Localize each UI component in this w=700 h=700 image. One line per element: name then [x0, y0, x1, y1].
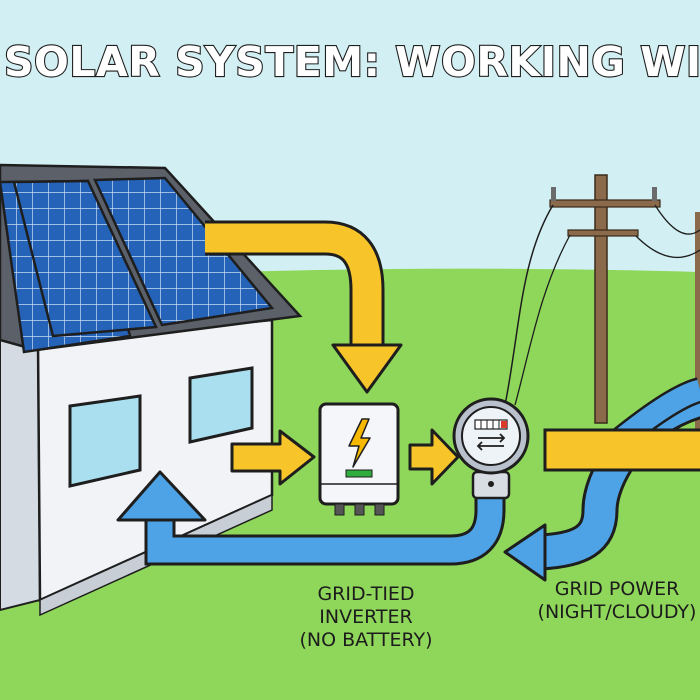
window-right: [188, 366, 254, 444]
inverter-box: [318, 402, 400, 516]
grid-power-label-line-1: GRID POWER: [554, 578, 680, 600]
grid-power-label: GRID POWER (NIGHT/CLOUDY): [532, 578, 700, 624]
diagram-title: SOLAR SYSTEM: WORKING WITHOUT A: [4, 38, 700, 86]
utility-pole: [504, 174, 700, 442]
grid-power-label-line-2: (NIGHT/CLOUDY): [537, 601, 697, 623]
inverter-label-line-2: INVERTER: [319, 606, 413, 628]
status-light: [345, 469, 373, 478]
inverter-label: GRID-TIED INVERTER (NO BATTERY): [286, 583, 446, 652]
house: [0, 163, 303, 617]
solar-power-flow: [205, 220, 700, 486]
electric-meter: [452, 397, 530, 500]
meter-dial-icon: [474, 419, 508, 451]
grid-power-flow: [116, 377, 700, 582]
window-left: [68, 394, 142, 488]
lightning-bolt-icon: [348, 418, 371, 468]
solar-panel-array: [0, 176, 275, 354]
inverter-label-line-3: (NO BATTERY): [299, 629, 433, 651]
inverter-label-line-1: GRID-TIED: [317, 583, 415, 605]
